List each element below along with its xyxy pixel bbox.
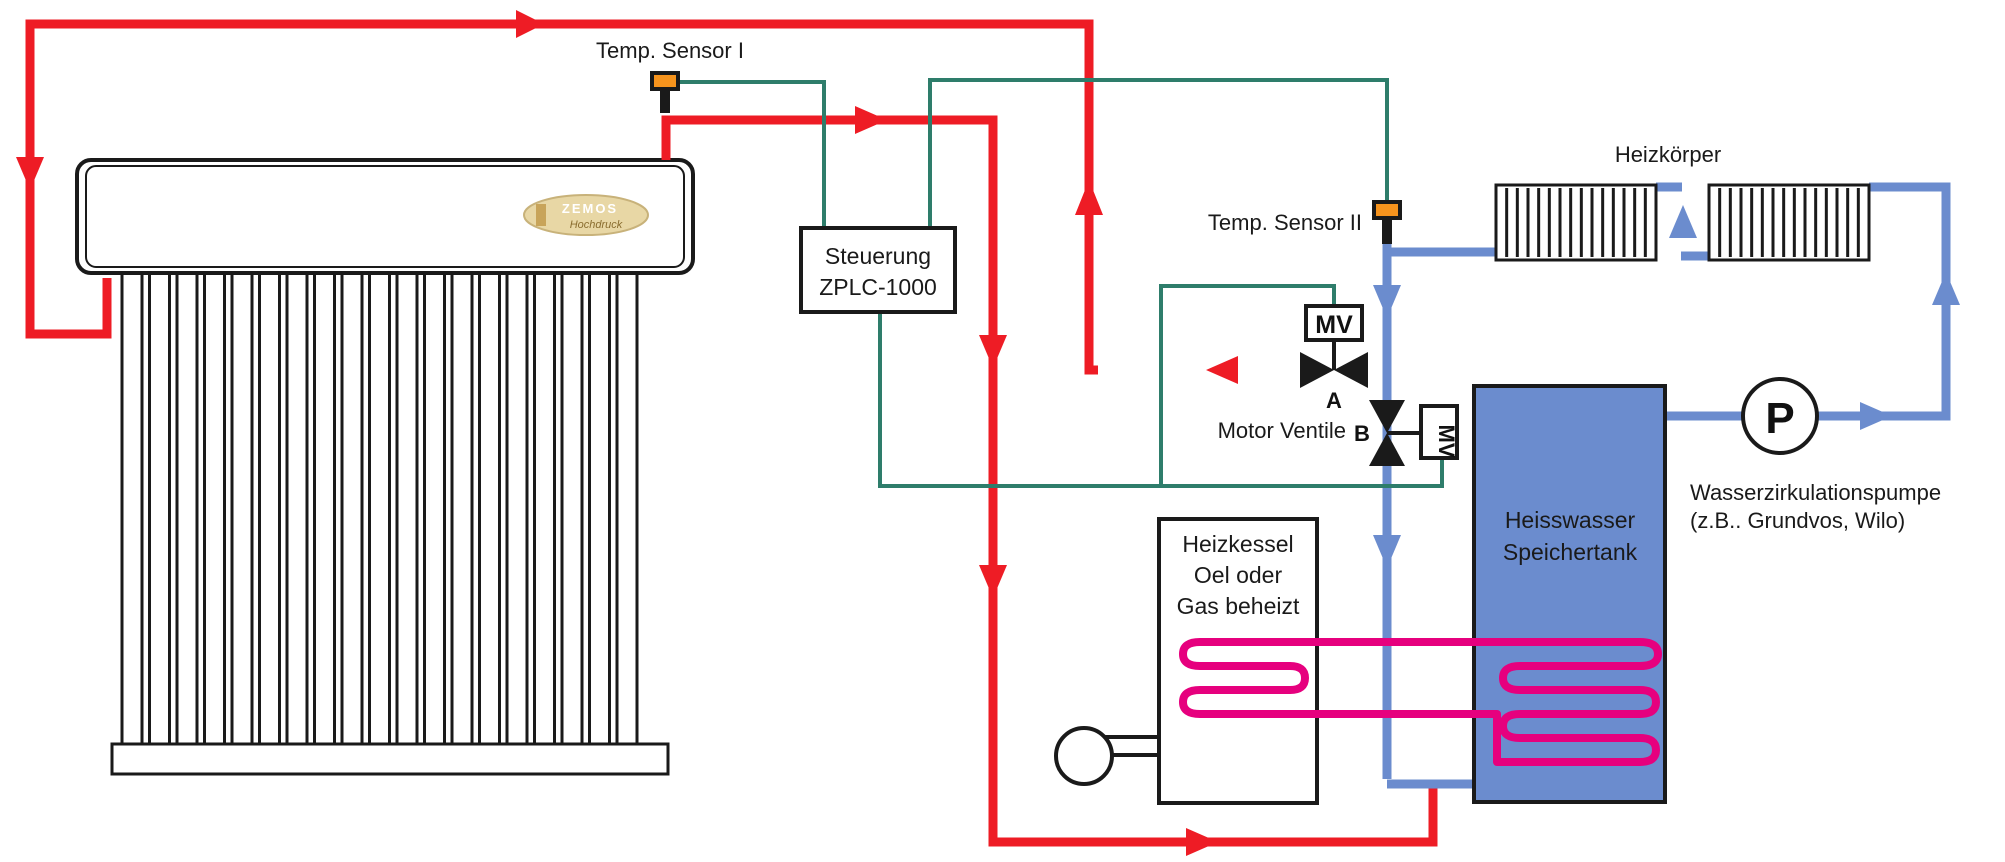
temp-sensor-1-label: Temp. Sensor I [596,38,744,63]
temp-sensor-2-body [1372,200,1402,220]
vacuum-tube [285,270,309,746]
collector-base [110,742,670,776]
arrow-right-bottom [1186,828,1218,856]
temp-sensor-1 [650,71,680,113]
brand-badge-oval [523,194,649,236]
hot-flow-arrows [16,10,1238,856]
cold-flow-arrows [1373,205,1960,568]
tank-coil [1493,638,1662,766]
vacuum-tube [450,270,474,746]
circulation-pump: P [1741,377,1819,455]
vacuum-tube [560,270,584,746]
radiator-left-frame [1494,183,1658,262]
brand-subtitle: Hochdruck [570,219,623,231]
valve-b-actuator [1419,404,1459,460]
storage-tank-title: Heisswasser [1505,507,1636,533]
temp-sensor-2 [1372,200,1402,244]
valve-a-actuator-tag: MV [1315,311,1353,339]
valve-b-actuator-tag: MV [1434,425,1459,458]
vacuum-tube [423,270,446,746]
vacuum-tube [505,270,529,746]
arrow-left-top [516,10,544,38]
radiator-right-fins [1718,188,1860,257]
vacuum-tube [120,270,144,746]
vacuum-tubes [120,270,639,746]
arrow-down-left [16,157,44,190]
radiator-right [1707,183,1871,262]
pump-icon [1741,377,1819,455]
collector-header-tank [75,158,695,275]
valve-b-body-top [1369,400,1405,433]
temp-sensor-2-label: Temp. Sensor II [1208,210,1362,235]
collector-header-inner [85,165,685,268]
boiler-title: Heizkessel [1182,531,1293,557]
brand-badge-icon [536,204,546,226]
hot-water-pipes [25,19,1438,847]
vacuum-tube [230,270,254,746]
vacuum-tube [395,270,419,746]
vacuum-tube [258,270,281,746]
wire-sensor1-to-controller [680,80,826,228]
heating-coils [1179,638,1662,766]
motor-valve-b: MV B [1354,400,1459,466]
arrow-down-riser-1 [1373,285,1401,318]
radiator-right-frame [1707,183,1871,262]
arrow-right-supply [855,106,887,134]
hot-return-loop [25,19,1098,375]
vacuum-tube [615,270,639,746]
radiator-left-fins [1505,188,1647,257]
boiler-coil [1179,638,1640,738]
arrow-down-supply-2 [979,565,1007,598]
valve-b-body-bottom [1369,433,1405,466]
pump-examples: (z.B.. Grundvos, Wilo) [1690,508,1905,533]
arrow-up-return-right [1932,272,1960,305]
boiler-fuel-line1: Oel oder [1194,562,1283,588]
control-wiring [680,78,1444,488]
valve-a-actuator [1304,304,1364,342]
vacuum-tube [203,270,226,746]
arrow-up-radiator-link [1669,205,1697,238]
valve-a-body-right [1334,352,1368,388]
pump-label: Wasserzirkulationspumpe [1690,480,1941,505]
controller-title: Steuerung [825,243,931,269]
boiler-fuel-line2: Gas beheizt [1177,593,1300,619]
burner-icon [1054,726,1114,786]
radiator-left [1494,183,1658,262]
brand-badge: ZEMOS Hochdruck [523,194,649,236]
storage-tank-subtitle: Speichertank [1503,539,1638,565]
wire-controller-to-sensor2 [928,78,1389,228]
temp-sensor-1-probe [660,89,670,113]
motor-valve-a: MV A [1300,304,1368,413]
temp-sensor-1-body [650,71,680,91]
arrow-right-pump [1860,402,1892,430]
arrow-up-return [1075,180,1103,215]
valve-b-label: B [1354,421,1370,446]
radiators-label: Heizkörper [1615,142,1721,167]
temp-sensor-2-probe [1382,218,1392,244]
vacuum-tube [588,270,611,746]
arrow-left-valve [1206,356,1238,384]
vacuum-tube [340,270,364,746]
tank-to-pump-line [1665,182,1951,421]
valve-a-body-left [1300,352,1334,388]
controller-model: ZPLC-1000 [819,274,937,300]
motor-valves-label: Motor Ventile [1218,418,1346,443]
arrow-down-supply-1 [979,335,1007,368]
solar-collector: ZEMOS Hochdruck [75,158,695,776]
vacuum-tube [533,270,556,746]
pump-symbol: P [1765,394,1794,443]
controller-box: Steuerung ZPLC-1000 [799,226,957,314]
wire-to-valve-a [1159,284,1336,486]
valve-a-label: A [1326,388,1342,413]
controller-frame [799,226,957,314]
vacuum-tube [148,270,171,746]
vacuum-tube [368,270,391,746]
vacuum-tube [175,270,199,746]
vacuum-tube [478,270,501,746]
brand-name: ZEMOS [562,201,618,216]
vacuum-tube [313,270,336,746]
arrow-down-riser-2 [1373,535,1401,568]
